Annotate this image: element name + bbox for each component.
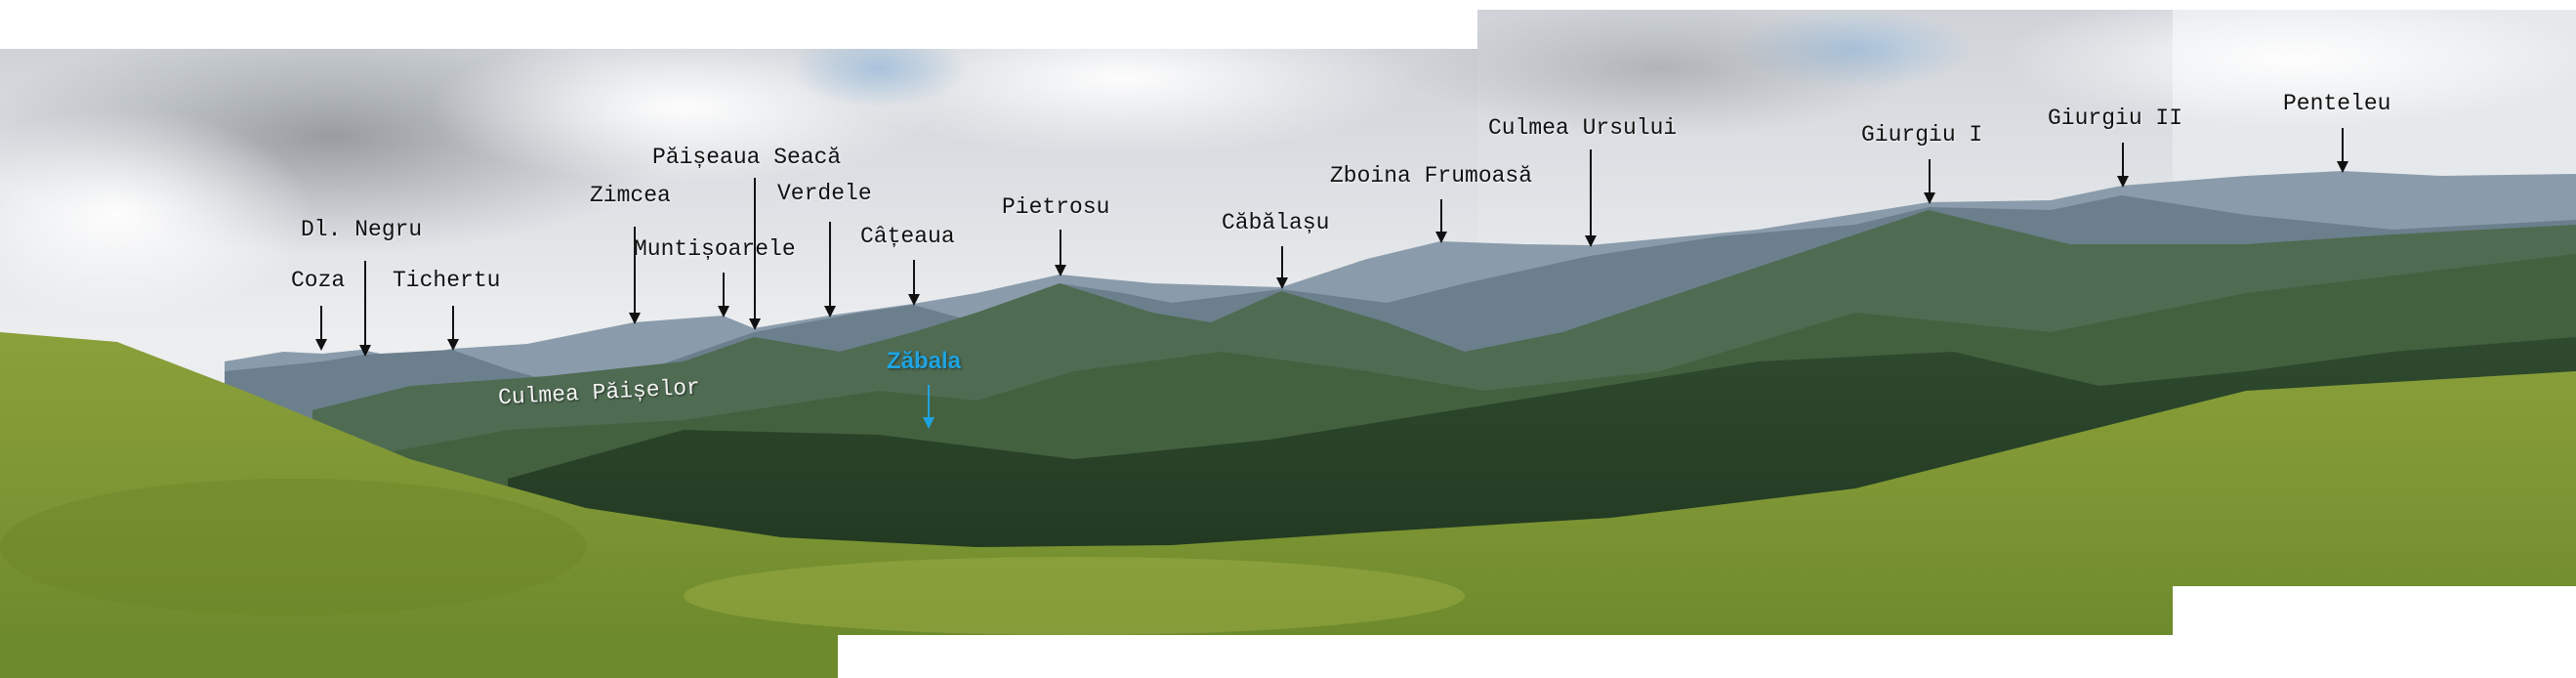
label-muntisoarele: Muntișoarele [634,236,796,262]
arrow-down-icon [1924,159,1935,204]
label-zboina-frumoasa: Zboina Frumoasă [1330,163,1533,189]
label-coza: Coza [291,268,346,293]
arrow-down-icon [1585,149,1597,247]
label-cateaua: Câțeaua [860,224,955,249]
arrow-down-icon [718,273,729,318]
arrow-down-icon [908,260,920,306]
label-zabala: Zăbala [887,348,962,374]
arrow-down-icon [2117,143,2129,188]
arrow-down-icon [749,178,761,330]
label-culmea-ursului: Culmea Ursului [1488,115,1678,141]
arrow-down-icon [1435,199,1447,243]
arrow-down-icon [923,385,935,429]
label-cabalasu: Căbălașu [1222,210,1330,235]
arrow-down-icon [2337,128,2348,173]
label-paiseaua-seaca: Păișeaua Seacă [652,145,842,170]
label-giurgiu-2: Giurgiu II [2048,106,2183,131]
label-giurgiu-1: Giurgiu I [1861,122,1983,148]
arrow-down-icon [1276,246,1288,289]
arrow-down-icon [359,261,371,357]
arrow-down-icon [824,222,836,318]
label-tichertu: Tichertu [393,268,501,293]
label-verdele: Verdele [777,181,872,206]
label-pietrosu: Pietrosu [1002,194,1110,220]
label-dl-negru: Dl. Negru [301,217,423,242]
arrow-down-icon [629,227,641,324]
label-penteleu: Penteleu [2283,91,2391,116]
label-zimcea: Zimcea [590,183,671,208]
arrow-down-icon [315,306,327,351]
arrow-down-icon [447,306,459,351]
arrow-down-icon [1055,230,1066,276]
